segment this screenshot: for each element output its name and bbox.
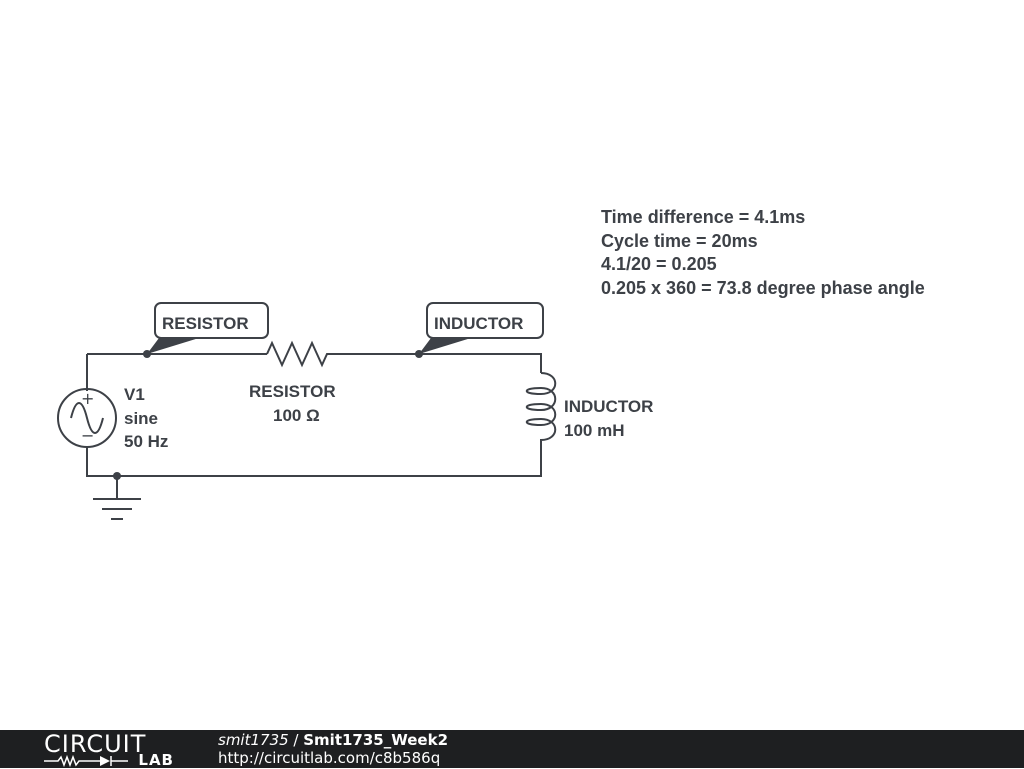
source-type-label: sine xyxy=(124,409,158,428)
resistor-symbol[interactable] xyxy=(266,340,331,368)
inductor-value-label: 100 mH xyxy=(564,421,624,440)
wires xyxy=(86,353,542,499)
logo-text-lab: LAB xyxy=(138,751,174,769)
wire-right-bottom xyxy=(86,447,542,477)
ground-symbol[interactable] xyxy=(93,498,141,520)
schematic-url[interactable]: http://circuitlab.com/c8b586q xyxy=(218,749,441,767)
footer-bar: CIRCUIT LAB smit1735 / Smit1735_Week2 ht… xyxy=(0,730,1024,768)
circuitlab-logo[interactable]: CIRCUIT LAB xyxy=(44,730,176,768)
inductor-symbol[interactable] xyxy=(525,372,557,450)
logo-text-circuit: CIRCUIT xyxy=(44,730,147,758)
voltage-source-v1[interactable]: + − xyxy=(57,388,117,448)
schematic-canvas[interactable]: + − RESISTOR INDUCTOR V1 sine 50 Hz RESI… xyxy=(0,0,1024,730)
schematic-title[interactable]: Smit1735_Week2 xyxy=(303,731,449,749)
resistor-value-label: 100 Ω xyxy=(273,406,320,425)
note-line-4: 0.205 x 360 = 73.8 degree phase angle xyxy=(601,278,925,298)
note-line-2: Cycle time = 20ms xyxy=(601,231,758,251)
schematic-credit: smit1735 / Smit1735_Week2 xyxy=(218,731,448,749)
logo-resistor-diode-icon xyxy=(44,754,128,768)
source-frequency-label: 50 Hz xyxy=(124,432,168,451)
author-link[interactable]: smit1735 xyxy=(218,731,289,749)
calculation-notes: Time difference = 4.1ms Cycle time = 20m… xyxy=(601,207,925,298)
probe-inductor[interactable]: INDUCTOR xyxy=(419,302,544,354)
credit-separator: / xyxy=(288,731,304,749)
probe-inductor-label: INDUCTOR xyxy=(434,314,523,333)
note-line-1: Time difference = 4.1ms xyxy=(601,207,805,227)
resistor-name-label: RESISTOR xyxy=(249,382,336,401)
source-minus-sign: − xyxy=(81,426,94,445)
junction-ground xyxy=(113,472,121,480)
inductor-name-label: INDUCTOR xyxy=(564,397,653,416)
probe-resistor-label: RESISTOR xyxy=(162,314,249,333)
note-line-3: 4.1/20 = 0.205 xyxy=(601,254,717,274)
source-plus-sign: + xyxy=(81,389,94,408)
source-name-label: V1 xyxy=(124,385,145,404)
probe-resistor[interactable]: RESISTOR xyxy=(147,302,269,354)
wire-top-right xyxy=(331,353,542,373)
